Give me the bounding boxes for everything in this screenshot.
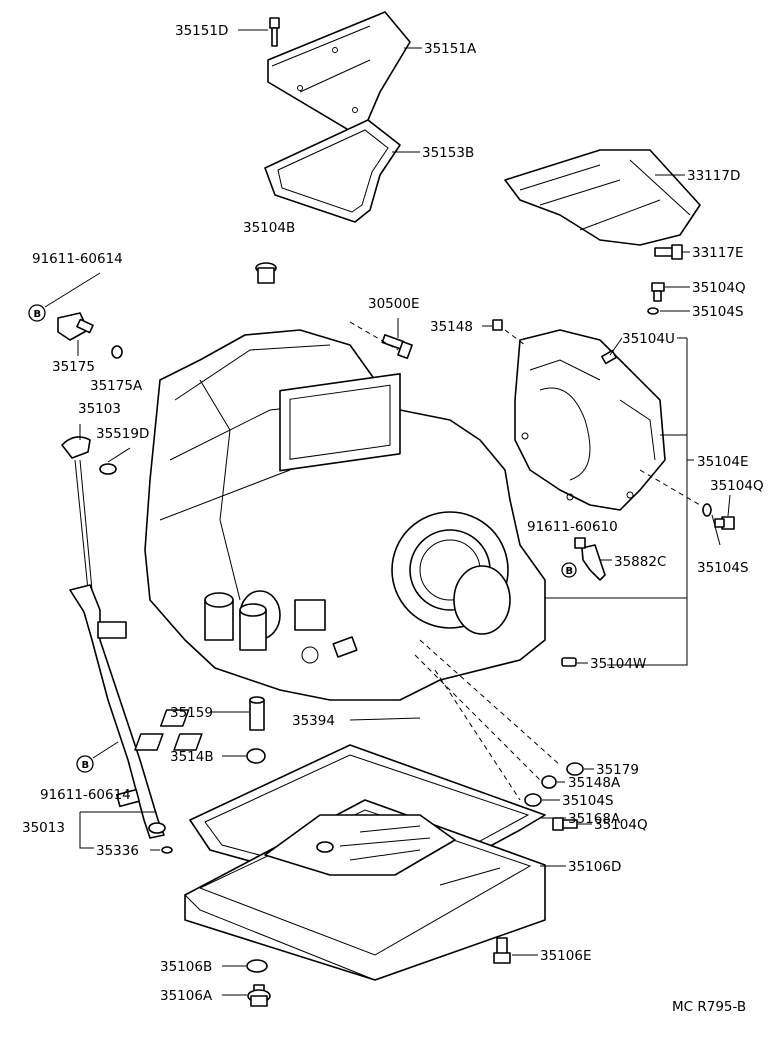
- label-35106E: 35106E: [540, 948, 591, 964]
- oil-pan-35106D: [184, 799, 546, 981]
- cap-35519D: [99, 463, 117, 475]
- label-35104E: 35104E: [697, 454, 748, 470]
- label-35104S-bottom: 35104S: [562, 793, 614, 809]
- diagram-reference-code: MC R795-B: [672, 999, 746, 1015]
- label-33117D: 33117D: [687, 168, 740, 184]
- label-35168A: 35168A: [568, 811, 621, 827]
- label-30500E: 30500E: [368, 296, 419, 312]
- oring-35336: [161, 846, 173, 854]
- bolt-35104Q-top: [651, 282, 665, 302]
- plug-35179: [566, 762, 584, 776]
- plug-35148: [492, 319, 503, 331]
- drain-plug-35106A: [247, 984, 271, 1007]
- bolt-marker-letter: B: [566, 566, 574, 577]
- transfer-case-35104E: [514, 329, 666, 511]
- label-35104U: 35104U: [622, 331, 675, 347]
- label-35336: 35336: [96, 843, 139, 859]
- bracket-35882C: [574, 537, 606, 581]
- dipstick-35103: [61, 436, 93, 591]
- bolt-33117E: [654, 244, 683, 260]
- bolt-marker-bottom: [76, 755, 94, 773]
- label-35104S-top: 35104S: [692, 304, 744, 320]
- bolt-35104Q-right: [714, 516, 735, 530]
- label-35106D: 35106D: [568, 859, 621, 875]
- bolt-30500E: [381, 318, 413, 360]
- transaxle-case: [144, 329, 546, 701]
- bolt-marker-letter: B: [34, 309, 42, 320]
- cover-bolt-35151D: [269, 17, 280, 47]
- label-91611-60614-bottom: 91611-60614: [40, 787, 131, 803]
- label-91611-60610: 91611-60610: [527, 519, 618, 535]
- label-35104W: 35104W: [590, 656, 646, 672]
- oring-35175A: [111, 345, 123, 359]
- label-35159: 35159: [170, 705, 213, 721]
- label-35104Q-top: 35104Q: [692, 280, 746, 296]
- label-35104Q-bottom: 35104Q: [594, 817, 648, 833]
- dipstick-tube-35013: [69, 584, 166, 839]
- label-35519D: 35519D: [96, 426, 149, 442]
- washer-35104S-top: [647, 307, 659, 315]
- speed-sensor-35175: [57, 312, 94, 341]
- label-3514B: 3514B: [170, 749, 214, 765]
- label-35148: 35148: [430, 319, 473, 335]
- washer-35104S-right: [702, 503, 712, 517]
- label-35104S-right: 35104S: [697, 560, 749, 576]
- label-35394: 35394: [292, 713, 335, 729]
- label-35148A: 35148A: [568, 775, 621, 791]
- bolt-35104U: [601, 349, 617, 365]
- label-35175A: 35175A: [90, 378, 143, 394]
- label-35013: 35013: [22, 820, 65, 836]
- valve-body-cover: [267, 11, 411, 133]
- pin-35104W: [561, 657, 577, 667]
- label-35882C: 35882C: [614, 554, 666, 570]
- bolt-marker-mid: [561, 562, 577, 578]
- bolt-marker-letter: B: [82, 760, 90, 771]
- sleeve-35159: [249, 696, 265, 731]
- label-35151A: 35151A: [424, 41, 477, 57]
- bolt-35106E: [493, 937, 511, 964]
- label-35103: 35103: [78, 401, 121, 417]
- label-35179: 35179: [596, 762, 639, 778]
- cover-gasket-35153B: [264, 119, 401, 223]
- washer-35104S-bottom: [524, 793, 542, 807]
- heat-shield-33117D: [504, 149, 701, 246]
- label-35175: 35175: [52, 359, 95, 375]
- label-35106B: 35106B: [160, 959, 212, 975]
- label-35106A: 35106A: [160, 988, 213, 1004]
- plug-35104B: [255, 262, 277, 284]
- label-33117E: 33117E: [692, 245, 743, 261]
- washer-35106B: [246, 959, 268, 973]
- nut-3514B: [246, 748, 266, 764]
- label-35151D: 35151D: [175, 23, 228, 39]
- label-35104B: 35104B: [243, 220, 295, 236]
- label-91611-60614-top: 91611-60614: [32, 251, 123, 267]
- label-35153B: 35153B: [422, 145, 474, 161]
- magnets-35394: [134, 709, 203, 751]
- bolt-marker-top: [28, 304, 46, 322]
- plug-35148A: [541, 775, 557, 789]
- label-35104Q-right: 35104Q: [710, 478, 764, 494]
